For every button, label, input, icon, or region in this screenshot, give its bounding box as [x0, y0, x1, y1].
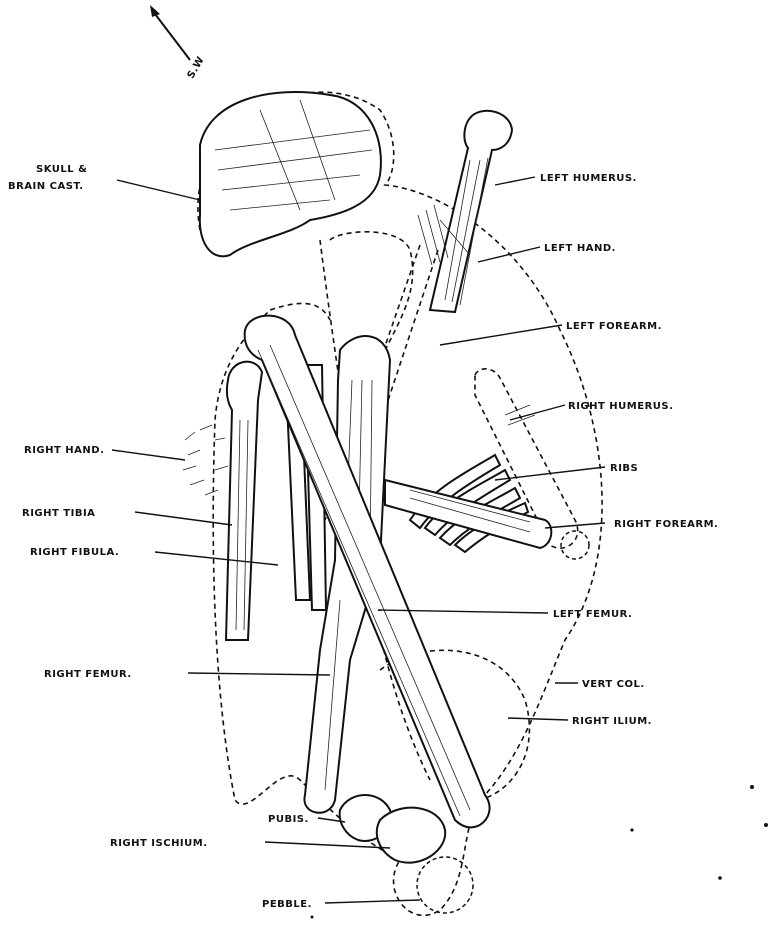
label-pubis: PUBIS.: [268, 814, 309, 825]
speckle-dot: [630, 828, 633, 831]
compass: S.W: [150, 5, 207, 81]
label-left-forearm: LEFT FOREARM.: [566, 321, 662, 332]
left-humerus-shape: [430, 111, 512, 312]
label-left-femur: LEFT FEMUR.: [553, 609, 632, 620]
label-left-humerus: LEFT HUMERUS.: [540, 173, 637, 184]
label-right-fibula: RIGHT FIBULA.: [30, 547, 119, 558]
label-right-femur: RIGHT FEMUR.: [44, 669, 132, 680]
leader-right-ilium: [508, 718, 568, 720]
label-ribs: RIBS: [610, 463, 638, 474]
label-right-hand: RIGHT HAND.: [24, 445, 104, 456]
compass-arrow-shaft: [152, 10, 190, 60]
label-right-ilium: RIGHT ILIUM.: [572, 716, 652, 727]
leader-right-forearm: [545, 523, 605, 528]
label-right-tibia: RIGHT TIBIA: [22, 508, 95, 519]
speckle-dot: [764, 823, 768, 827]
leader-right-femur: [188, 673, 330, 675]
leader-left-hand: [478, 247, 540, 262]
leader-right-fibula: [155, 552, 278, 565]
right-tibia-shape: [226, 362, 262, 640]
skull-shape: [200, 92, 381, 256]
label-right-humerus: RIGHT HUMERUS.: [568, 401, 673, 412]
left-humerus: [430, 111, 512, 312]
speckle-dot: [311, 916, 314, 919]
right-ischium-shape: [377, 808, 445, 863]
leader-right-tibia: [135, 512, 232, 525]
label-skull-line1: SKULL &: [36, 164, 87, 175]
compass-arrow-head: [150, 5, 160, 17]
label-skull-line2: BRAIN CAST.: [8, 181, 84, 192]
right-hand-phalanges: [183, 425, 228, 495]
right-tibia: [226, 362, 262, 640]
label-right-forearm: RIGHT FOREARM.: [614, 519, 718, 530]
speckle-dot: [750, 785, 754, 789]
leader-right-humerus: [510, 405, 565, 420]
leader-left-humerus: [495, 177, 535, 185]
pebble-shape: [417, 857, 473, 913]
leader-right-hand: [112, 450, 185, 460]
speckle-dot: [718, 876, 722, 880]
right-hand: [183, 425, 228, 495]
label-left-hand: LEFT HAND.: [544, 243, 616, 254]
skull: [200, 92, 381, 256]
leader-pebble: [325, 900, 420, 903]
leader-skull: [117, 180, 200, 200]
label-vert-col: VERT COL.: [582, 679, 645, 690]
leader-left-forearm: [440, 325, 562, 345]
label-right-ischium: RIGHT ISCHIUM.: [110, 838, 208, 849]
label-pebble: PEBBLE.: [262, 899, 312, 910]
right-forearm-head: [561, 531, 589, 559]
